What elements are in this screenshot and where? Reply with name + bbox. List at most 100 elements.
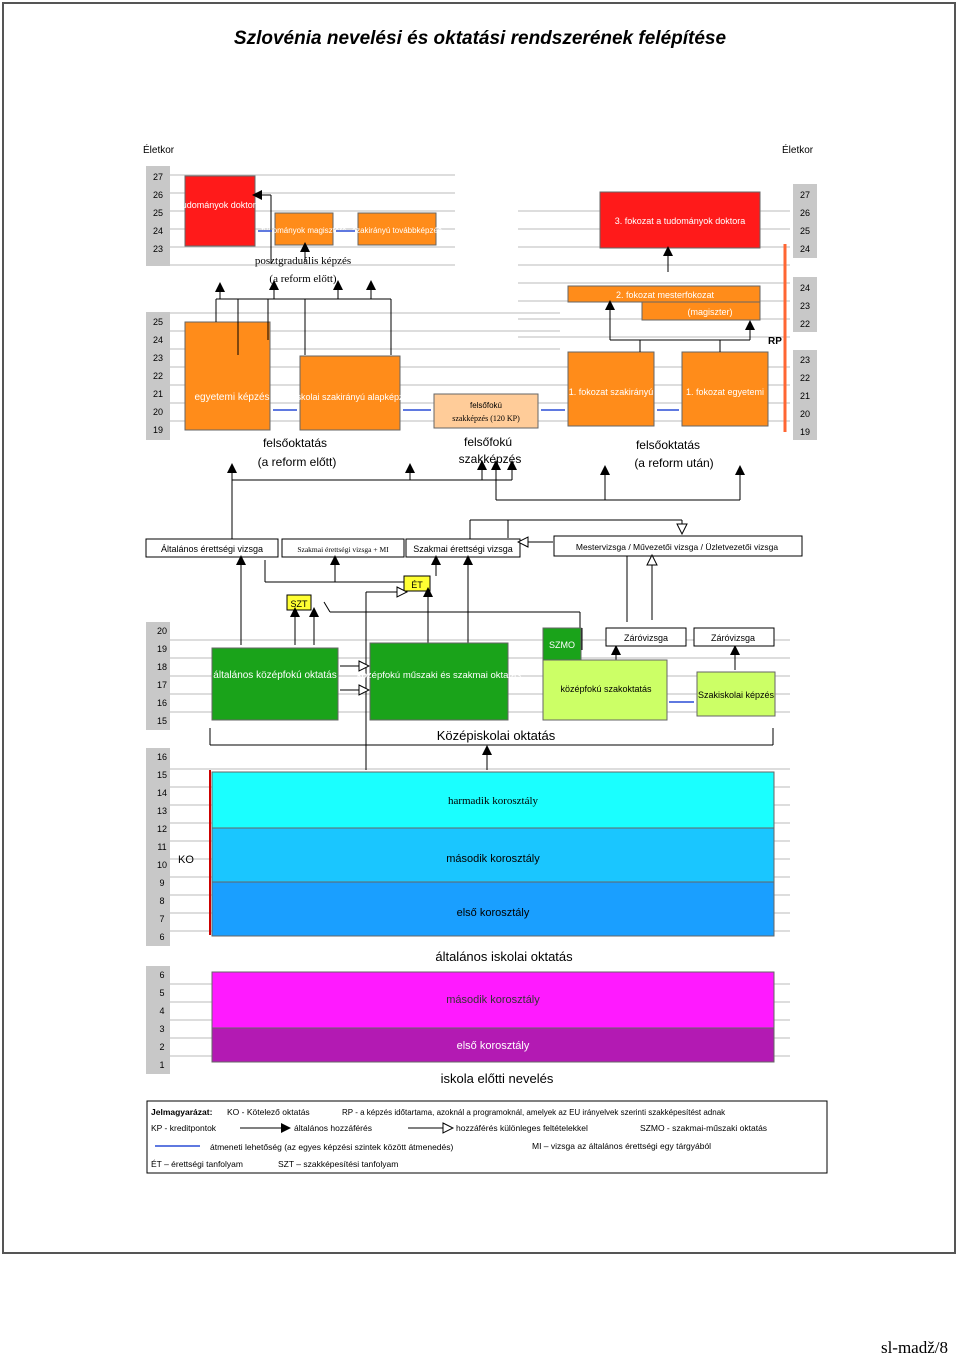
age-tick: 16	[157, 698, 167, 708]
age-tick: 15	[157, 716, 167, 726]
ko-marker: KO	[178, 854, 194, 866]
new-tertiary-caption-sub: (a reform után)	[634, 456, 713, 470]
general-matura-label: Általános érettségi vizsga	[161, 544, 263, 554]
age-tick: 1	[159, 1060, 164, 1070]
age-column-primary: 16 15 14 13 12 11 10 9 8 7 6	[146, 748, 170, 946]
age-tick: 11	[157, 842, 166, 852]
primary-second-label: második korosztály	[446, 853, 540, 865]
primary-third-box: harmadik korosztály	[211, 771, 775, 829]
age-tick: 18	[157, 662, 167, 672]
legend-transition: átmeneti lehetőség (az egyes képzési szi…	[210, 1142, 453, 1152]
old-masters-box: tudományok magisztere	[262, 212, 347, 246]
final-exam-label-2: Záróvizsga	[711, 633, 755, 643]
technical-secondary-box: középfokú műszaki és szakmai oktatás	[357, 642, 521, 721]
age-tick: 15	[157, 770, 167, 780]
age-label-left: Életkor	[143, 143, 175, 156]
primary-first-box: első korosztály	[211, 881, 775, 937]
age-tick: 13	[157, 806, 167, 816]
age-column-secondary: 20 19 18 17 16 15	[146, 622, 170, 730]
age-tick: 27	[153, 172, 163, 182]
first-professional-label: 1. fokozat szakirányú	[569, 387, 654, 397]
vocational-secondary-label: középfokú szakoktatás	[560, 684, 652, 694]
szt-box: SZT	[286, 594, 312, 611]
age-tick: 6	[159, 970, 164, 980]
age-tick: 24	[800, 244, 810, 254]
higher-vocational-label: felsőfokú	[470, 401, 502, 410]
age-tick: 19	[157, 644, 167, 654]
vocational-matura-box: Szakmai érettségi vizsga	[405, 538, 521, 558]
age-label-right: Életkor	[782, 143, 814, 156]
master-exams-box: Mestervizsga / Művezetői vizsga / Üzletv…	[553, 535, 803, 557]
legend: Jelmagyarázat: KO - Kötelező oktatás RP …	[146, 1100, 828, 1174]
age-tick: 25	[153, 317, 163, 327]
age-tick: 4	[159, 1006, 164, 1016]
legend-special-access: hozzáférés különleges feltételekkel	[456, 1123, 588, 1133]
technical-secondary-label: középfokú műszaki és szakmai oktatás	[357, 670, 521, 681]
third-cycle-label: 3. fokozat a tudományok doktora	[615, 216, 746, 226]
old-doctorate-box: tudományok doktora	[179, 175, 261, 247]
age-tick: 9	[159, 878, 164, 888]
higher-vocational-caption-sub: szakképzés	[459, 452, 522, 466]
age-tick: 10	[157, 860, 167, 870]
higher-vocational-box: felsőfokú szakképzés (120 KP)	[433, 393, 539, 429]
age-column-right-low: 23 22 21 20 19	[793, 350, 817, 440]
old-tertiary-caption: felsőoktatás	[263, 436, 327, 450]
age-tick: 20	[153, 407, 163, 417]
old-college-box: főiskolai szakirányú alapképzés	[287, 355, 414, 431]
general-secondary-box: általános középfokú oktatás	[211, 647, 339, 721]
age-tick: 12	[157, 824, 167, 834]
general-secondary-label: általános középfokú oktatás	[213, 670, 336, 681]
page-footer: sl-madž/8	[880, 1338, 948, 1357]
age-tick: 8	[159, 896, 164, 906]
age-tick: 23	[153, 244, 163, 254]
legend-rp: RP - a képzés időtartama, azoknál a prog…	[342, 1108, 726, 1117]
age-tick: 23	[800, 355, 810, 365]
szmo-label: SZMO	[549, 640, 575, 650]
age-tick: 24	[153, 335, 163, 345]
vocational-matura-label: Szakmai érettségi vizsga	[413, 544, 513, 554]
higher-vocational-caption: felsőfokú	[464, 435, 512, 449]
szmo-box: SZMO	[542, 627, 582, 661]
age-tick: 20	[157, 626, 167, 636]
general-matura-box: Általános érettségi vizsga	[145, 538, 279, 558]
first-academic-box: 1. fokozat egyetemi	[681, 351, 769, 427]
primary-second-box: második korosztály	[211, 827, 775, 883]
age-tick: 23	[800, 301, 810, 311]
old-specialist-box: szakirányú továbbképzés	[352, 212, 442, 246]
legend-et: ÉT – érettségi tanfolyam	[151, 1159, 243, 1169]
short-vocational-label: Szakiskolai képzés	[698, 690, 775, 700]
old-tertiary-caption-sub: (a reform előtt)	[258, 455, 337, 469]
second-cycle-label-sub: (magiszter)	[687, 307, 732, 317]
primary-third-label: harmadik korosztály	[448, 795, 539, 807]
age-tick: 26	[153, 190, 163, 200]
age-tick: 24	[800, 283, 810, 293]
first-academic-label: 1. fokozat egyetemi	[686, 387, 764, 397]
transition-arrows	[258, 230, 694, 703]
secondary-open-arrows	[340, 666, 364, 690]
preschool-second-label: második korosztály	[446, 994, 540, 1006]
second-cycle-label: 2. fokozat mesterfokozat	[616, 290, 715, 300]
legend-general-access: általános hozzáférés	[294, 1123, 372, 1133]
age-tick: 27	[800, 190, 810, 200]
preschool-second-box: második korosztály	[211, 971, 775, 1029]
final-exam-box-2: Záróvizsga	[693, 627, 775, 647]
legend-title: Jelmagyarázat:	[151, 1107, 213, 1117]
age-tick: 20	[800, 409, 810, 419]
legend-mi: MI – vizsga az általános érettségi egy t…	[532, 1141, 711, 1151]
short-vocational-box: Szakiskolai képzés	[696, 671, 776, 717]
vocational-matura-mi-box: Szakmai érettségi vizsga + MI	[281, 538, 405, 558]
preschool-first-label: első korosztály	[457, 1040, 530, 1052]
age-tick: 21	[153, 389, 163, 399]
age-tick: 26	[800, 208, 810, 218]
age-tick: 5	[159, 988, 164, 998]
master-exams-label: Mestervizsga / Művezetői vizsga / Üzletv…	[576, 542, 778, 552]
age-column-mid-left: 25 24 23 22 21 20 19	[146, 312, 170, 440]
age-tick: 22	[800, 373, 810, 383]
age-tick: 7	[159, 914, 164, 924]
age-column-top-left: 27 26 25 24 23	[146, 166, 170, 266]
old-college-label: főiskolai szakirányú alapképzés	[287, 392, 414, 402]
age-tick: 23	[153, 353, 163, 363]
age-tick: 14	[157, 788, 167, 798]
exam-connectors	[209, 520, 774, 935]
